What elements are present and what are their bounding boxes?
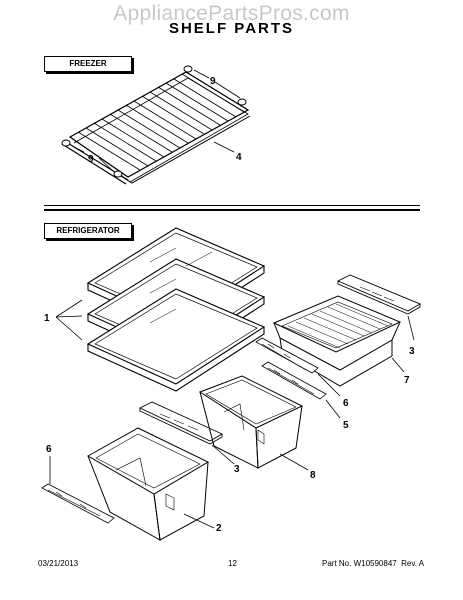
footer-part-number: Part No. W10590847 Rev. A xyxy=(322,559,425,568)
callout-crisper-cover-left: 3 xyxy=(234,464,240,475)
page-title: SHELF PARTS xyxy=(168,20,295,37)
upper-rail-leaders xyxy=(317,373,341,419)
callout-crisper-cover-right: 3 xyxy=(409,346,415,357)
callout-slide-rail-left: 6 xyxy=(46,444,52,455)
leader-crisper-cover-right xyxy=(407,315,415,341)
glass-shelf-leaders xyxy=(55,299,83,341)
leader-crisper-right xyxy=(279,453,309,471)
refrigerator-section-label: REFRIGERATOR xyxy=(44,223,132,239)
callout-slide-rail-mid: 5 xyxy=(343,420,349,431)
freezer-leaders xyxy=(71,69,241,171)
crisper-drawer-right xyxy=(198,375,304,469)
section-divider-thick xyxy=(44,209,420,211)
callout-slide-rail-upper: 6 xyxy=(343,398,349,409)
glass-shelves xyxy=(86,227,266,392)
leader-crisper-left xyxy=(183,513,215,529)
crisper-cover-left xyxy=(138,401,223,445)
slide-rail-left xyxy=(41,483,115,524)
footer-page-number: 12 xyxy=(228,559,237,568)
callout-freezer-end-cap-top: 9 xyxy=(210,76,216,87)
slide-rail-upper xyxy=(255,337,319,374)
watermark: AppliancePartsPros.com xyxy=(113,2,350,25)
callout-deli-drawer: 7 xyxy=(404,375,410,386)
freezer-wire-shelf xyxy=(61,71,251,185)
crisper-cover-right xyxy=(336,274,422,315)
callout-freezer-wire-shelf: 4 xyxy=(236,152,242,163)
crisper-drawer-left xyxy=(86,427,210,541)
footer-date: 03/21/2013 xyxy=(38,559,79,568)
callout-glass-shelves: 1 xyxy=(44,313,50,324)
callout-crisper-right: 8 xyxy=(310,470,316,481)
callout-crisper-left: 2 xyxy=(216,523,222,534)
section-divider xyxy=(44,205,420,206)
freezer-section-label: FREEZER xyxy=(44,56,132,72)
freezer-end-caps xyxy=(61,65,247,178)
slide-rail-mid xyxy=(261,361,327,400)
deli-drawer xyxy=(272,295,402,387)
callout-freezer-end-cap-bottom: 9 xyxy=(88,154,94,165)
leader-crisper-cover-left xyxy=(211,444,235,465)
leader-deli-drawer xyxy=(391,357,405,373)
